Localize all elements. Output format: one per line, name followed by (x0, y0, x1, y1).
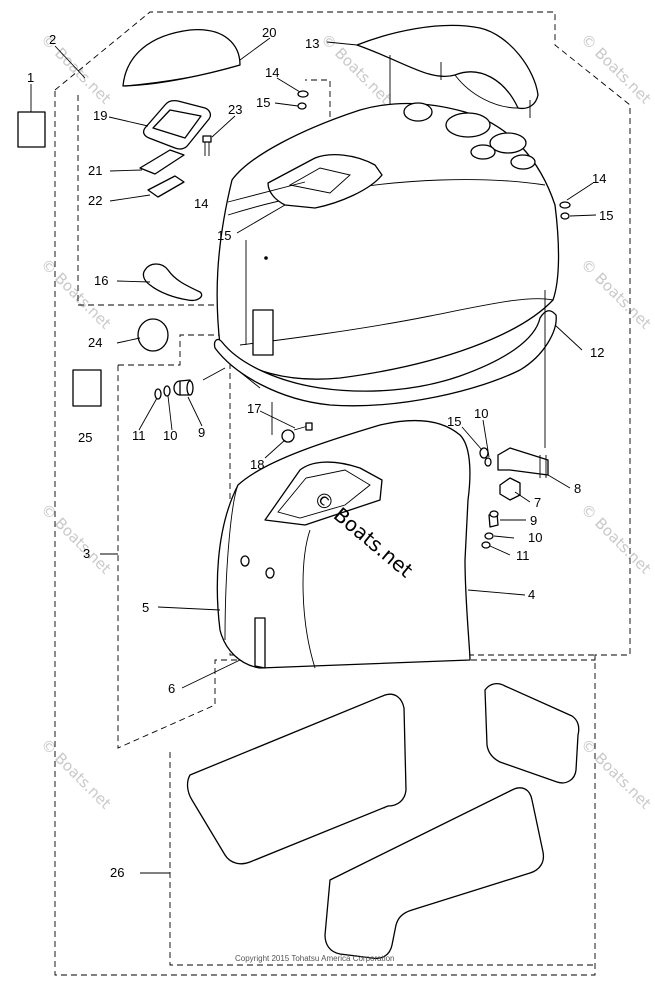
callout-10-right: 10 (528, 530, 542, 545)
callout-21: 21 (88, 163, 102, 178)
decal-large (324, 787, 545, 960)
part-21-latch (139, 149, 185, 175)
callout-15-middle: 15 (217, 228, 231, 243)
callout-19: 19 (93, 108, 107, 123)
part-6-strip (254, 617, 266, 669)
watermark-text: © Boats.net (577, 735, 655, 813)
callout-14-top: 14 (265, 65, 279, 80)
callout-26: 26 (110, 865, 124, 880)
callout-12: 12 (590, 345, 604, 360)
vent-ring (403, 102, 433, 122)
vent-ring (470, 144, 496, 160)
part-10-washer-left (163, 385, 171, 397)
assembly-2-boundary (54, 11, 631, 976)
part-14-grommet (297, 90, 309, 98)
callout-15-lower: 15 (447, 414, 461, 429)
part-19-seal-inner (152, 109, 202, 139)
part-16-hook (142, 263, 203, 302)
callout-2: 2 (49, 32, 56, 47)
part-8-hinge (497, 447, 549, 476)
part-7-latch (499, 477, 521, 501)
watermark-text: © Boats.net (37, 735, 115, 813)
watermark-text: © Boats.net (577, 30, 655, 108)
callout-10-left: 10 (163, 428, 177, 443)
callout-14-right: 14 (592, 171, 606, 186)
callout-11-right: 11 (516, 548, 530, 563)
callout-15-top: 15 (256, 95, 270, 110)
part-20-cap (122, 29, 241, 87)
part-13-handle (356, 24, 539, 110)
callout-7: 7 (534, 495, 541, 510)
part-10-washer-right (484, 532, 494, 540)
callout-25: 25 (78, 430, 92, 445)
part-11-nut-left (154, 388, 162, 400)
part-12-seal (213, 310, 557, 407)
part-17-screw (293, 422, 313, 431)
part-22-latch (147, 175, 185, 198)
top-cowl-recess (267, 154, 383, 209)
callout-16: 16 (94, 273, 108, 288)
part-9-spacer-left (173, 379, 194, 396)
assembly-3-boundary (117, 334, 596, 749)
decal-left (186, 693, 407, 865)
watermark-text: © Boats.net (577, 255, 655, 333)
cowl-hole (265, 567, 275, 579)
callout-3: 3 (83, 546, 90, 561)
callout-1: 1 (27, 70, 34, 85)
callout-13: 13 (305, 36, 319, 51)
callout-23: 23 (228, 102, 242, 117)
callout-10-top: 10 (474, 406, 488, 421)
callout-22: 22 (88, 193, 102, 208)
callout-20: 20 (262, 25, 276, 40)
decal-right-small (484, 683, 580, 784)
copyright-footer: Copyright 2015 Tohatsu America Corporati… (235, 954, 395, 963)
callout-18: 18 (250, 457, 264, 472)
callout-4: 4 (528, 587, 535, 602)
part-15-washer (297, 102, 307, 110)
decal-group-boundary (169, 752, 595, 966)
callout-15-right: 15 (599, 208, 613, 223)
part-24-disk (137, 318, 169, 352)
callout-14-middle: 14 (194, 196, 208, 211)
leader-lines (30, 37, 597, 874)
part-1-box (17, 111, 46, 148)
part-9-spacer-right (488, 510, 499, 528)
vent-ring (489, 132, 527, 154)
part-15-washer (560, 212, 570, 220)
part-23-screw (202, 135, 212, 156)
callout-6: 6 (168, 681, 175, 696)
callout-labels: 1 2 3 4 5 6 7 8 9 9 10 10 10 11 11 12 13… (27, 25, 613, 880)
watermark-text: © Boats.net (37, 500, 115, 578)
cowl-hole (240, 555, 250, 567)
vent-ring (510, 154, 536, 170)
part-14-grommet (559, 201, 571, 209)
watermark-text: © Boats.net (37, 255, 115, 333)
part-10-washer-right (484, 457, 492, 467)
part-11-nut-right (481, 541, 491, 549)
bottom-cowl (216, 419, 471, 669)
callout-11-left: 11 (132, 428, 146, 443)
callout-9-right: 9 (530, 513, 537, 528)
callout-9-left: 9 (198, 425, 205, 440)
callout-8: 8 (574, 481, 581, 496)
part-25-box (72, 369, 102, 407)
watermark-text: © Boats.net (577, 500, 655, 578)
cowl-latch-bracket (252, 309, 274, 356)
part-18-grommet (281, 429, 295, 443)
callout-24: 24 (88, 335, 102, 350)
bottom-cowl-opening (264, 461, 383, 526)
callout-5: 5 (142, 600, 149, 615)
callout-17: 17 (247, 401, 261, 416)
vent-ring (445, 112, 491, 138)
